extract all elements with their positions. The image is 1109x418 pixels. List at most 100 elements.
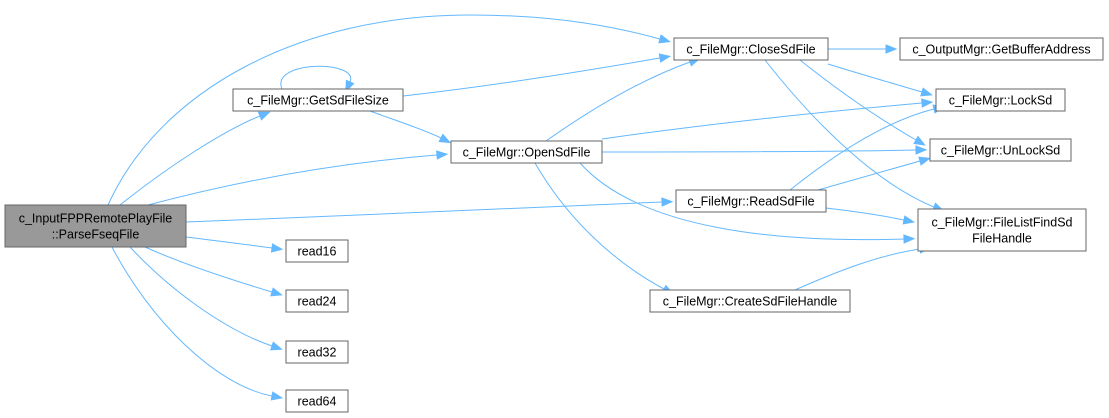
node-label: read16 <box>298 245 337 259</box>
edges-layer <box>107 14 946 401</box>
edge-open-to-unlock <box>601 145 928 155</box>
arrowhead <box>903 234 916 244</box>
arrowhead <box>918 156 931 166</box>
edge-close-to-lock <box>827 63 933 97</box>
node-getbuf[interactable]: c_OutputMgr::GetBufferAddress <box>899 37 1104 61</box>
edge-line <box>185 236 273 249</box>
edge-close-to-unlock <box>799 59 926 146</box>
edge-read-to-unlock <box>817 156 931 191</box>
node-label: c_FileMgr::GetSdFileSize <box>247 94 389 108</box>
edge-line <box>119 115 261 206</box>
edge-line <box>794 248 921 291</box>
node-close[interactable]: c_FileMgr::CloseSdFile <box>673 37 829 61</box>
edge-open-to-find <box>579 162 916 244</box>
edge-line <box>107 14 661 206</box>
node-box[interactable] <box>285 239 349 263</box>
node-label: c_FileMgr::CreateSdFileHandle <box>663 295 837 309</box>
node-box[interactable] <box>4 204 187 248</box>
edge-line <box>280 65 352 90</box>
node-box[interactable] <box>917 208 1087 252</box>
arrowhead <box>921 98 934 108</box>
edge-create-to-find <box>794 244 932 291</box>
node-box[interactable] <box>285 340 349 364</box>
node-label: read24 <box>298 295 337 309</box>
node-read32[interactable]: read32 <box>285 340 349 364</box>
node-label: FileHandle <box>972 232 1032 246</box>
edge-line <box>369 110 442 139</box>
node-open[interactable]: c_FileMgr::OpenSdFile <box>450 140 603 164</box>
edge-line <box>147 154 438 206</box>
node-label: c_OutputMgr::GetBufferAddress <box>912 43 1090 57</box>
node-lock[interactable]: c_FileMgr::LockSd <box>935 88 1066 112</box>
node-label: c_FileMgr::LockSd <box>949 94 1053 108</box>
edge-line <box>402 57 661 97</box>
edge-line <box>185 201 663 223</box>
edge-open-to-lock <box>601 98 934 140</box>
node-unlock[interactable]: c_FileMgr::UnLockSd <box>929 138 1072 162</box>
edge-close-to-getbuf <box>828 44 898 54</box>
edge-getsize-to-open <box>369 110 452 144</box>
arrowhead <box>661 197 674 207</box>
edge-line <box>534 162 665 290</box>
edge-getsize-to-getsize <box>280 65 355 93</box>
node-read24[interactable]: read24 <box>285 289 349 313</box>
edge-line <box>601 149 917 153</box>
edge-open-to-create <box>534 162 674 295</box>
node-box[interactable] <box>935 88 1066 112</box>
node-label: c_FileMgr::ReadSdFile <box>687 195 814 209</box>
arrowhead <box>270 243 284 253</box>
node-label: ::ParseFseqFile <box>52 228 140 242</box>
node-box[interactable] <box>450 140 603 164</box>
node-label: c_FileMgr::OpenSdFile <box>463 146 591 160</box>
edge-root-to-close <box>107 14 671 206</box>
node-box[interactable] <box>675 189 827 213</box>
node-create[interactable]: c_FileMgr::CreateSdFileHandle <box>649 289 851 313</box>
node-label: c_InputFPPRemotePlayFile <box>19 212 173 226</box>
node-box[interactable] <box>285 289 349 313</box>
edge-root-to-getsize <box>119 111 271 206</box>
edge-line <box>827 63 923 93</box>
node-box[interactable] <box>285 389 349 413</box>
node-box[interactable] <box>929 138 1072 162</box>
node-box[interactable] <box>232 88 404 112</box>
arrowhead <box>269 341 283 351</box>
edge-root-to-read <box>185 197 674 223</box>
node-box[interactable] <box>673 37 829 61</box>
edge-line <box>825 207 905 221</box>
arrowhead <box>270 287 283 297</box>
edge-line <box>111 246 273 397</box>
node-box[interactable] <box>899 37 1104 61</box>
arrowhead <box>345 79 355 93</box>
arrowhead <box>920 87 933 97</box>
edge-getsize-to-close <box>402 53 672 97</box>
arrowhead <box>902 215 916 225</box>
node-label: c_FileMgr::CloseSdFile <box>686 43 815 57</box>
edge-line <box>817 160 921 191</box>
node-read16[interactable]: read16 <box>285 239 349 263</box>
edge-root-to-read64 <box>111 246 284 401</box>
edge-line <box>789 108 935 191</box>
edge-root-to-read32 <box>129 246 283 351</box>
nodes-layer: c_InputFPPRemotePlayFile::ParseFseqFilec… <box>4 37 1104 413</box>
node-getsize[interactable]: c_FileMgr::GetSdFileSize <box>232 88 404 112</box>
arrowhead <box>658 53 672 63</box>
node-label: read64 <box>298 395 337 409</box>
edge-line <box>545 61 691 142</box>
node-box[interactable] <box>649 289 851 313</box>
arrowhead <box>438 133 452 144</box>
edge-line <box>601 102 923 140</box>
arrowhead <box>257 111 271 121</box>
node-label: read32 <box>298 346 337 360</box>
edge-line <box>764 59 935 208</box>
edge-line <box>144 246 273 293</box>
arrowhead <box>270 391 284 401</box>
node-root[interactable]: c_InputFPPRemotePlayFile::ParseFseqFile <box>4 204 187 248</box>
node-read[interactable]: c_FileMgr::ReadSdFile <box>675 189 827 213</box>
arrowhead <box>913 135 926 146</box>
arrowhead <box>436 150 449 160</box>
arrowhead <box>658 34 671 44</box>
edge-read-to-find <box>825 207 916 225</box>
node-read64[interactable]: read64 <box>285 389 349 413</box>
